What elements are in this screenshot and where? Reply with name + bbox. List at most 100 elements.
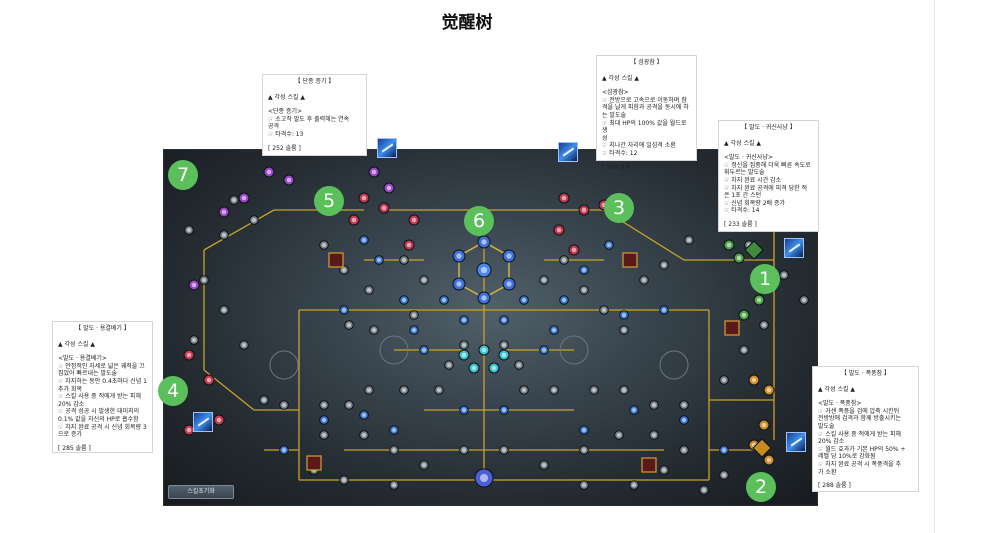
skill-node[interactable] (199, 275, 209, 285)
skill-node[interactable] (229, 195, 239, 205)
skill-node[interactable] (599, 305, 609, 315)
skill-node[interactable] (458, 349, 470, 361)
skill-node[interactable] (739, 345, 749, 355)
core-skill-node[interactable] (476, 262, 492, 278)
skill-node[interactable] (799, 295, 809, 305)
skill-node[interactable] (219, 230, 229, 240)
core-skill-node[interactable] (502, 277, 516, 291)
skill-node[interactable] (383, 182, 395, 194)
skill-node[interactable] (719, 470, 729, 480)
skill-node[interactable] (213, 414, 225, 426)
skill-node[interactable] (339, 305, 349, 315)
skill-node[interactable] (359, 410, 369, 420)
skill-node[interactable] (639, 275, 649, 285)
gate-node[interactable] (724, 320, 740, 336)
skill-node[interactable] (579, 285, 589, 295)
skill-node[interactable] (514, 360, 524, 370)
skill-node[interactable] (604, 240, 614, 250)
skill-node[interactable] (763, 454, 775, 466)
skill-node[interactable] (319, 400, 329, 410)
skill-node[interactable] (578, 204, 590, 216)
skill-node[interactable] (249, 215, 259, 225)
skill-node[interactable] (183, 349, 195, 361)
skill-node[interactable] (539, 275, 549, 285)
skill-node[interactable] (468, 362, 480, 374)
skill-node[interactable] (558, 192, 570, 204)
skill-node[interactable] (568, 244, 580, 256)
skill-node[interactable] (419, 460, 429, 470)
skill-node[interactable] (368, 166, 380, 178)
skill-node[interactable] (539, 345, 549, 355)
skill-node[interactable] (339, 265, 349, 275)
skill-node[interactable] (409, 325, 419, 335)
skill-node[interactable] (189, 335, 199, 345)
core-skill-node[interactable] (452, 277, 466, 291)
skill-node[interactable] (719, 375, 729, 385)
skill-icon-combo[interactable] (377, 138, 397, 158)
skill-node[interactable] (549, 385, 559, 395)
skill-node[interactable] (408, 214, 420, 226)
skill-node[interactable] (389, 445, 399, 455)
skill-node[interactable] (619, 325, 629, 335)
skill-node[interactable] (684, 235, 694, 245)
skill-node[interactable] (219, 305, 229, 315)
skill-node[interactable] (399, 255, 409, 265)
skill-node[interactable] (403, 239, 415, 251)
skill-node[interactable] (279, 445, 289, 455)
skill-node[interactable] (519, 295, 529, 305)
core-skill-node[interactable] (474, 468, 494, 488)
skill-icon-storm[interactable] (786, 432, 806, 452)
skill-node[interactable] (629, 480, 639, 490)
skill-node[interactable] (779, 270, 789, 280)
skill-node[interactable] (763, 384, 775, 396)
skill-node[interactable] (559, 295, 569, 305)
skill-node[interactable] (459, 340, 469, 350)
skill-node[interactable] (359, 235, 369, 245)
skill-icon-flash[interactable] (558, 142, 578, 162)
skill-node[interactable] (419, 275, 429, 285)
skill-node[interactable] (499, 405, 509, 415)
skill-node[interactable] (358, 192, 370, 204)
skill-node[interactable] (719, 445, 729, 455)
core-skill-node[interactable] (502, 249, 516, 263)
gate-node[interactable] (622, 252, 638, 268)
skill-node[interactable] (579, 425, 589, 435)
skill-node[interactable] (499, 340, 509, 350)
skill-node[interactable] (319, 415, 329, 425)
skill-node[interactable] (659, 260, 669, 270)
skill-node[interactable] (279, 400, 289, 410)
skill-node[interactable] (409, 310, 419, 320)
skill-node[interactable] (589, 385, 599, 395)
skill-node[interactable] (679, 400, 689, 410)
skill-node[interactable] (659, 465, 669, 475)
skill-node[interactable] (389, 425, 399, 435)
skill-node[interactable] (399, 385, 409, 395)
skill-node[interactable] (319, 240, 329, 250)
skill-node[interactable] (499, 315, 509, 325)
skill-node[interactable] (369, 325, 379, 335)
skill-node[interactable] (539, 460, 549, 470)
major-skill-node[interactable] (752, 438, 772, 458)
skill-node[interactable] (348, 214, 360, 226)
skill-node[interactable] (723, 239, 735, 251)
skill-node[interactable] (659, 305, 669, 315)
skill-node[interactable] (364, 285, 374, 295)
skill-node[interactable] (499, 445, 509, 455)
skill-node[interactable] (498, 349, 510, 361)
core-skill-node[interactable] (477, 291, 491, 305)
skill-node[interactable] (549, 325, 559, 335)
skill-node[interactable] (459, 445, 469, 455)
skill-node[interactable] (188, 279, 200, 291)
skill-node[interactable] (218, 206, 230, 218)
skill-node[interactable] (238, 192, 250, 204)
skill-node[interactable] (378, 202, 390, 214)
skill-node[interactable] (579, 445, 589, 455)
skill-node[interactable] (553, 224, 565, 236)
skill-node[interactable] (488, 362, 500, 374)
skill-node[interactable] (459, 405, 469, 415)
skill-node[interactable] (374, 255, 384, 265)
skill-node[interactable] (649, 400, 659, 410)
skill-node[interactable] (753, 294, 765, 306)
gate-node[interactable] (641, 457, 657, 473)
skill-node[interactable] (344, 400, 354, 410)
